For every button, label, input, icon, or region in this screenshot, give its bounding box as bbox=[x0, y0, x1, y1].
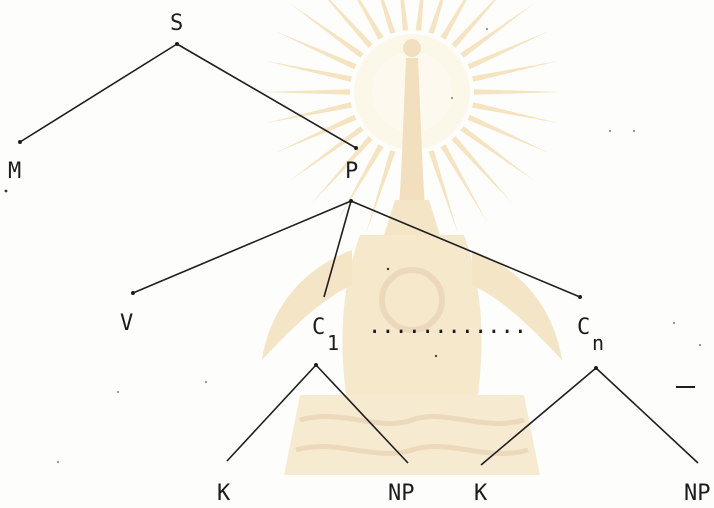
scan-speck-9 bbox=[57, 461, 59, 463]
emblem-base bbox=[284, 395, 540, 475]
edge-Cn-NP2 bbox=[596, 368, 698, 463]
scan-speck-12 bbox=[699, 344, 701, 346]
junction-C1 bbox=[314, 363, 318, 367]
emblem-ray bbox=[416, 0, 428, 31]
scan-speck-1 bbox=[5, 190, 8, 193]
emblem-ray bbox=[472, 102, 559, 123]
emblem-ray bbox=[474, 89, 562, 95]
ellipsis: ............ bbox=[368, 314, 527, 339]
edge-S-M bbox=[20, 44, 177, 142]
node-P: P bbox=[345, 159, 358, 184]
emblem-ray bbox=[265, 61, 352, 82]
emblem-ray bbox=[460, 126, 533, 180]
emblem-ray bbox=[337, 144, 383, 222]
scan-speck-10 bbox=[205, 381, 207, 383]
emblem-orb bbox=[403, 39, 421, 57]
emblem-ray bbox=[441, 144, 487, 222]
node-M: M bbox=[8, 159, 21, 184]
node-K2: K bbox=[474, 481, 488, 506]
edge-S-P bbox=[177, 44, 356, 148]
junction-Cn-top bbox=[578, 295, 582, 299]
scan-speck-8 bbox=[117, 391, 119, 393]
emblem-ray bbox=[275, 115, 357, 153]
emblem-ray bbox=[396, 0, 408, 31]
node-Cn: C bbox=[577, 315, 590, 340]
royal-emblem-watermark-icon bbox=[262, 0, 562, 475]
emblem-ray bbox=[291, 4, 364, 58]
node-NP1: NP bbox=[388, 481, 415, 506]
scan-speck-5 bbox=[486, 28, 488, 30]
scan-speck-6 bbox=[609, 130, 611, 132]
node-V: V bbox=[120, 311, 133, 336]
node-C1: C bbox=[312, 315, 325, 340]
junction-S bbox=[175, 42, 179, 46]
emblem-ray bbox=[472, 61, 559, 82]
emblem-ray bbox=[467, 115, 549, 153]
junction-P-top bbox=[354, 146, 358, 150]
scan-speck-3 bbox=[435, 355, 437, 357]
emblem-right-wing bbox=[472, 250, 562, 360]
junction-V bbox=[131, 291, 135, 295]
junction-P bbox=[349, 199, 353, 203]
junction-M bbox=[18, 140, 22, 144]
scan-speck-4 bbox=[451, 97, 453, 99]
scan-speck-11 bbox=[673, 322, 675, 324]
emblem-ray bbox=[460, 4, 533, 58]
emblem-ray bbox=[467, 31, 549, 69]
node-Cn-subscript: n bbox=[592, 331, 604, 355]
emblem-ray bbox=[275, 31, 357, 69]
node-C1-subscript: 1 bbox=[327, 331, 339, 355]
emblem-ray bbox=[451, 136, 512, 203]
node-NP2: NP bbox=[684, 481, 711, 506]
scan-speck-2 bbox=[387, 268, 389, 270]
node-K1: K bbox=[217, 481, 231, 506]
junction-Cn bbox=[594, 366, 598, 370]
emblem-ray bbox=[262, 89, 350, 95]
node-S: S bbox=[170, 11, 183, 36]
emblem-ray bbox=[312, 136, 373, 203]
scan-speck-7 bbox=[633, 130, 635, 132]
